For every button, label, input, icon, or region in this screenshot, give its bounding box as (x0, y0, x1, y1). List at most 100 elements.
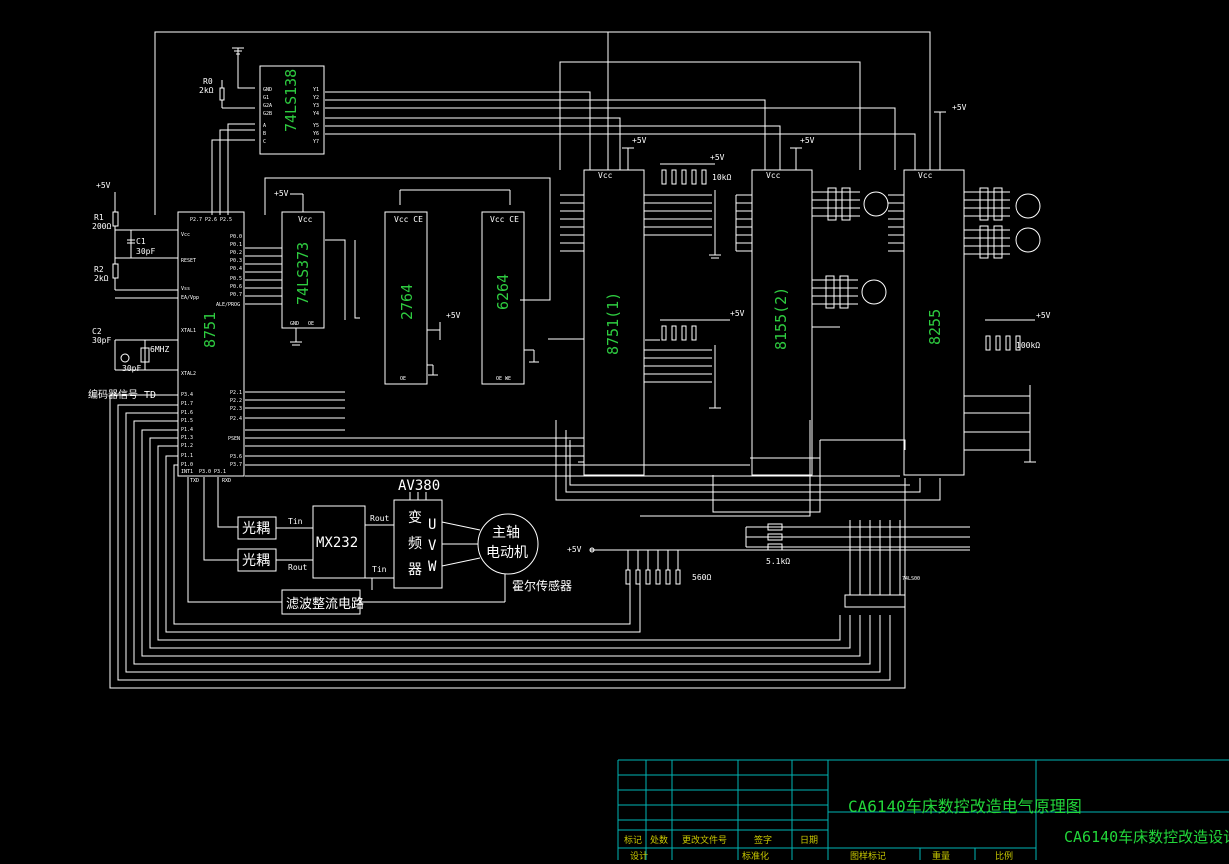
svg-text:Vcc CE: Vcc CE (394, 215, 423, 224)
svg-text:P3.4: P3.4 (181, 392, 193, 398)
tin-label-2: Tin (372, 565, 387, 574)
svg-text:Vcc: Vcc (918, 171, 933, 180)
vcc-label-8751-1: +5V (632, 136, 647, 145)
svg-text:G1: G1 (263, 95, 269, 101)
svg-text:A: A (263, 123, 266, 129)
phase-u-label: U (428, 517, 436, 533)
av380-label: AV380 (398, 478, 440, 494)
crystal-label: 6MHZ (150, 345, 169, 354)
tb-col-count: 处数 (650, 834, 668, 846)
chip-label-8751-1: 8751(1) (604, 292, 622, 355)
vcc-label-left: +5V (96, 181, 111, 190)
svg-text:Y2: Y2 (313, 95, 319, 101)
r0-label: R0 (203, 77, 213, 86)
chip-label-74ls373: 74LS373 (294, 242, 312, 305)
r10k-label: 10kΩ (712, 173, 731, 182)
svg-text:PSEN: PSEN (228, 436, 240, 442)
chip-8751-1: 8751(1) Vcc +5V (548, 136, 647, 476)
svg-text:P2.2: P2.2 (230, 398, 242, 404)
chip-label-8751: 8751 (201, 312, 219, 348)
tb-col-mark: 标记 (624, 834, 642, 846)
svg-text:Vcc CE: Vcc CE (490, 215, 519, 224)
svg-text:P0.5: P0.5 (230, 276, 242, 282)
tb-drawing-mark: 图样标记 (850, 850, 886, 860)
svg-text:P1.4: P1.4 (181, 427, 193, 433)
vcc-label-8255: +5V (952, 103, 967, 112)
svg-text:TXD: TXD (190, 478, 199, 484)
project-title: CA6140车床数控改造设计 (1064, 828, 1229, 846)
encoder-signal-label: 编码器信号 TD (88, 388, 156, 401)
svg-text:XTAL1: XTAL1 (181, 328, 196, 334)
svg-text:P3.0: P3.0 (199, 469, 211, 475)
bus-wires (109, 31, 970, 689)
mx232-label: MX232 (316, 535, 358, 551)
opto-coupler-2-label: 光耦 (242, 553, 270, 569)
svg-text:P2.7: P2.7 (190, 217, 202, 223)
svg-text:P2.3: P2.3 (230, 406, 242, 412)
svg-text:GND: GND (290, 321, 299, 327)
c1-value: 30pF (136, 247, 155, 256)
tb-standard: 标准化 (742, 850, 769, 860)
chip-2764: Vcc CE 2764 OE +5V (384, 211, 461, 385)
r560-label: 560Ω (692, 573, 711, 582)
c1-label: C1 (136, 237, 146, 246)
svg-text:Vss: Vss (181, 286, 190, 292)
r51k-label: 5.1kΩ (766, 557, 790, 566)
svg-text:P3.6: P3.6 (230, 454, 242, 460)
svg-text:P1.6: P1.6 (181, 410, 193, 416)
tb-col-date: 日期 (800, 835, 818, 846)
svg-text:P0.3: P0.3 (230, 258, 242, 264)
drawing-title: CA6140车床数控改造电气原理图 (848, 797, 1082, 816)
tb-col-change-doc: 更改文件号 (682, 834, 727, 846)
svg-text:P3.1: P3.1 (214, 469, 226, 475)
svg-text:P3.7: P3.7 (230, 462, 242, 468)
svg-text:+5V: +5V (567, 545, 582, 554)
tb-col-sign: 签字 (754, 834, 772, 846)
svg-text:P2.6: P2.6 (205, 217, 217, 223)
svg-text:Y6: Y6 (313, 131, 319, 137)
vcc-label-10k-2: +5V (730, 309, 745, 318)
chip-8751-main: 8751 Vcc RESET Vss EA/Vpp XTAL1 XTAL2 P3… (177, 211, 245, 484)
svg-text:Y1: Y1 (313, 87, 319, 93)
vcc-label-100k: +5V (1036, 311, 1051, 320)
inverter-label-3: 器 (408, 562, 422, 578)
ic-74ls00-label: 74LS00 (902, 576, 920, 582)
svg-text:Y4: Y4 (313, 111, 319, 117)
motor-label-1: 主轴 (492, 525, 520, 541)
title-block: 标记 处数 更改文件号 签字 日期 设计 标准化 图样标记 重量 比例 CA61… (617, 759, 1229, 862)
r1-value: 200Ω (92, 222, 111, 231)
r2-value: 2kΩ (94, 274, 109, 283)
svg-text:Vcc: Vcc (298, 215, 313, 224)
svg-text:P2.1: P2.1 (230, 390, 242, 396)
svg-text:Vcc: Vcc (598, 171, 613, 180)
svg-text:G2B: G2B (263, 111, 272, 117)
chip-74ls138: 74LS138 R0 2kΩ GND G1 G2A G2B A B C Y1 Y… (199, 47, 325, 155)
tb-design: 设计 (630, 850, 648, 860)
svg-text:P1.5: P1.5 (181, 418, 193, 424)
chip-label-74ls138: 74LS138 (282, 69, 300, 132)
svg-text:OE: OE (400, 376, 406, 382)
r100k-label: 100kΩ (1016, 341, 1040, 350)
svg-text:Vcc: Vcc (766, 171, 781, 180)
rout-label-1: Rout (370, 514, 389, 523)
chip-74ls373: Vcc 74LS373 GND OE +5V (274, 189, 325, 346)
r1-label: R1 (94, 213, 104, 222)
inverter-label-2: 频 (408, 536, 422, 552)
svg-text:XTAL2: XTAL2 (181, 371, 196, 377)
svg-text:G2A: G2A (263, 103, 272, 109)
vcc-label-10k: +5V (710, 153, 725, 162)
reset-crystal-network: +5V R1 200Ω R2 2kΩ C1 30pF C2 30pF 30pF … (88, 181, 178, 401)
filter-rectifier-label: 滤波整流电路 (286, 596, 364, 612)
svg-text:Y7: Y7 (313, 139, 319, 145)
tb-scale: 比例 (995, 850, 1013, 860)
svg-text:P1.1: P1.1 (181, 453, 193, 459)
lower-resistors: +5V 5.1kΩ 560Ω 74LS00 (567, 520, 920, 608)
phase-v-label: V (428, 538, 437, 554)
chip-6264: Vcc CE 6264 OE WE (481, 211, 539, 385)
svg-text:ALE/PROG: ALE/PROG (216, 302, 240, 308)
svg-text:Y5: Y5 (313, 123, 319, 129)
r0-value: 2kΩ (199, 86, 214, 95)
svg-text:INT1: INT1 (181, 469, 193, 475)
